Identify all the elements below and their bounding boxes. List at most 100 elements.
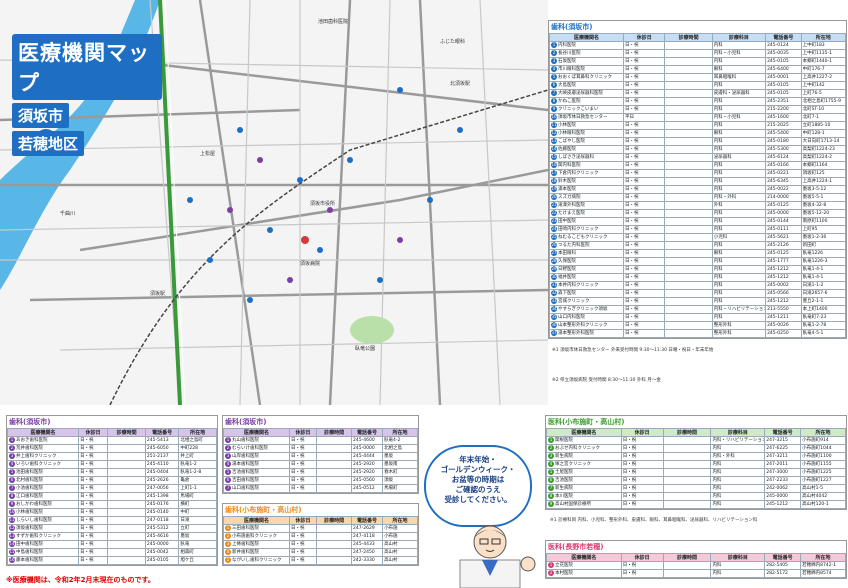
blue-note-2: ※2 県立須坂病院 受付時間 8:30～11:30 外科 月～金 [552,378,661,383]
closed-day: 平日 [622,113,666,122]
subject: 内科 [710,484,766,493]
facility-number-badge: 7 [548,485,554,491]
hours [664,137,713,146]
column-header: 診療時間 [662,428,712,437]
phone: 245-0125 [765,249,802,258]
column-header: 医療機関名 [223,428,290,437]
facility-name: 22たけまえ医院 [549,209,624,218]
subject: 内科 [711,41,767,50]
phone: 245-2126 [765,241,802,250]
highway [158,0,182,406]
phone: 245-0022 [765,185,802,194]
subject: 内科・小児科 [711,113,767,122]
column-header: 医療機関名 [223,516,290,525]
area-map: N 池田歯科医院 ふじた眼科 上松屋 千曲川 須坂病院 臥竜公園 須坂市役所 須… [0,0,549,406]
closed-day: 日・祝 [622,313,666,322]
subject: 内科 [711,289,767,298]
closed-day: 日・祝 [622,233,666,242]
closed-day: 日・祝 [78,508,109,517]
subject: 内科 [711,297,767,306]
hours [664,185,713,194]
facility-number-badge: 3 [551,58,557,64]
closed-day: 日・祝 [622,321,666,330]
address: 上町1-1 [178,484,217,493]
column-header: 休診日 [620,553,664,562]
facility-name: 24田崎内科クリニック [549,225,624,234]
hours [664,313,713,322]
subject: 内科 [711,177,767,186]
hours [107,524,146,533]
hours [664,153,713,162]
phone: 245-2920 [351,460,384,469]
phone: 245-5400 [765,129,802,138]
hours [664,209,713,218]
hours [662,436,712,445]
phone: 251-2137 [144,452,180,461]
facility-number-badge: 1 [225,437,231,443]
closed-day: 日・祝 [78,540,109,549]
facility-number-badge: 14 [9,541,15,547]
bubble-line-4: ご確認のうえ [455,485,501,494]
subject: 皮膚科・泌尿器科 [711,89,767,98]
hours [662,460,712,469]
hours [107,500,146,509]
facility-name: 19浦本医院 [549,185,624,194]
facility-number-badge: 7 [225,485,231,491]
facility-number-badge: 6 [548,477,554,483]
closed-day: 日・祝 [288,524,318,533]
facility-number-badge: 1 [551,42,557,48]
phone: 245-0001 [765,73,802,82]
hours [662,500,712,509]
phone: 245-0125 [765,201,802,210]
closed-day: 日・祝 [622,161,666,170]
panel-title-dental-obuse: 歯科(小布施町・高山村) [225,506,302,514]
hours [316,540,353,549]
facility-number-badge: 9 [9,501,15,507]
facility-number-badge: 1 [548,562,554,568]
phone: 282-5172 [764,569,802,578]
address: 馬場町 [178,492,217,501]
phone: 245-6400 [765,65,802,74]
address: 本郷町1164 [800,161,847,170]
facility-name: 35山口内科医院 [549,313,624,322]
facility-name: 14佐藤医院 [549,145,624,154]
facility-number-badge: 4 [9,461,15,467]
facility-name: 32森下医院 [549,289,624,298]
facility-name: 28久保医院 [549,257,624,266]
facility-number-badge: 1 [225,525,231,531]
address: 墨坂4-32-8 [800,201,847,210]
address: 春木町 [382,468,418,477]
closed-day: 日・祝 [78,476,109,485]
hours [664,233,713,242]
address: 若穂綿内8574 [800,569,846,578]
phone: 245-5312 [144,524,180,533]
facility-number-badge: 2 [9,445,15,451]
phone: 245-1212 [764,500,802,509]
phone: 247-3215 [764,436,802,445]
hours [662,569,712,578]
address: 中町128-1 [800,129,847,138]
phone: 247-6225 [764,444,802,453]
facility-number-badge: 10 [9,509,15,515]
closed-day: 日・祝 [622,81,666,90]
subject: 内科 [711,137,767,146]
closed-day: 日・祝 [620,460,664,469]
address: 臥竜1226-3 [800,257,847,266]
